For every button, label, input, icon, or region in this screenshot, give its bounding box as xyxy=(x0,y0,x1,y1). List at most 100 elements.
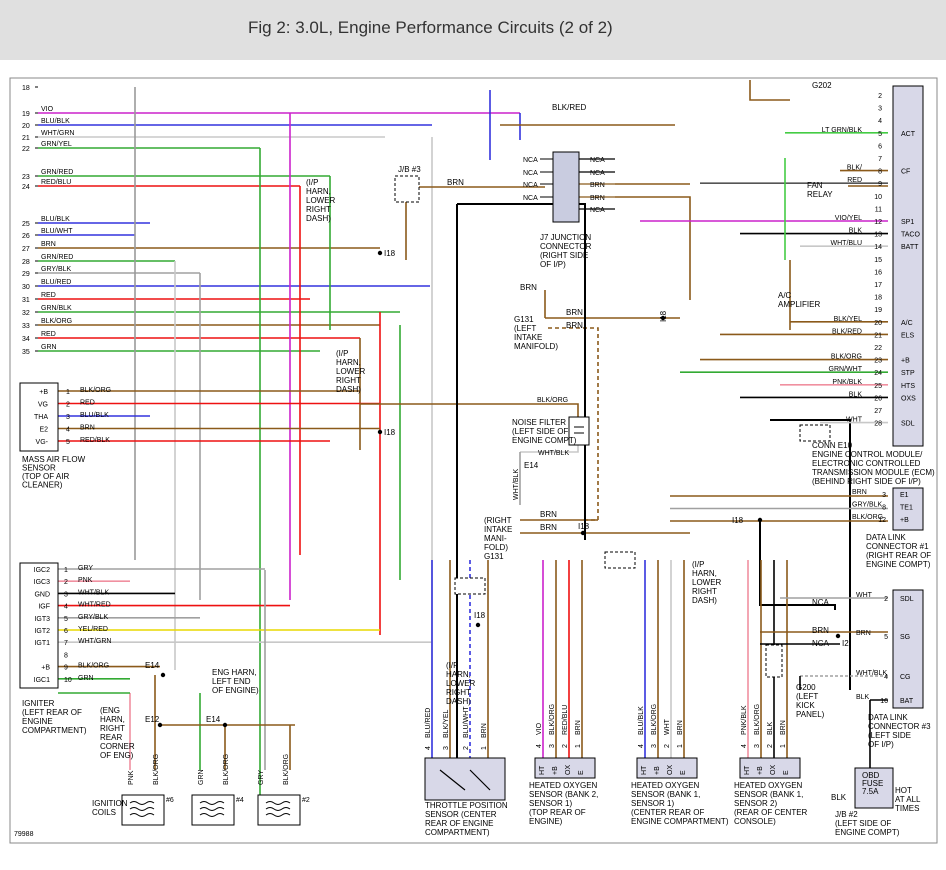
ecm-caption: TRANSMISSION MODULE (ECM) xyxy=(812,468,935,477)
left-pin-label: BLU/RED xyxy=(41,279,71,286)
tps-symbol xyxy=(439,769,491,791)
ecm-terminal: OXS xyxy=(901,395,916,402)
dlc1-caption: DATA LINK xyxy=(866,533,906,542)
ecm-pin-number: 5 xyxy=(878,131,882,138)
left-pin-label: RED/BLU xyxy=(41,179,71,186)
jb2-fuse-box xyxy=(854,767,894,809)
coil-winding xyxy=(199,801,225,805)
e14-label-3: E14 xyxy=(524,461,539,470)
o2-caption: HEATED OXYGEN xyxy=(734,781,803,790)
left-pin-number: 19 xyxy=(22,111,30,118)
splice-e14-2 xyxy=(222,722,228,728)
g202-wire xyxy=(749,80,790,101)
dlc3-term: SG xyxy=(900,634,910,641)
coil-winding xyxy=(129,813,155,817)
left-pin-label: GRN/RED xyxy=(41,254,73,261)
g131-top-caption: INTAKE xyxy=(514,333,542,342)
o2-pin: 2 xyxy=(664,744,671,748)
coil-winding xyxy=(129,801,155,805)
ecm-pin-number: 9 xyxy=(878,181,882,188)
g131-bottom-caption: G131 xyxy=(484,552,504,561)
maf-pin-number: 1 xyxy=(66,389,70,396)
ecm-pin-number: 28 xyxy=(874,421,882,428)
ecm-wire-label: BLK/ xyxy=(847,165,862,172)
j7-connector xyxy=(552,151,580,223)
dlc1-term: +B xyxy=(900,517,909,524)
coil-winding xyxy=(199,813,225,817)
maf-pin-number: 3 xyxy=(66,414,70,421)
ecm-wire-label: BLK xyxy=(849,391,863,398)
dlc1-pin: 8 xyxy=(882,505,886,512)
ip-harn-dlc: HARN, xyxy=(692,569,717,578)
dlc1-term: TE1 xyxy=(900,505,913,512)
dlc3-pin: 5 xyxy=(884,634,888,641)
ecm-wire-label: GRN/WHT xyxy=(829,366,863,373)
igniter-pin-number: 7 xyxy=(64,640,68,647)
left-pin-number: 31 xyxy=(22,297,30,304)
dlc1-wire-label: BLK/ORG xyxy=(852,514,883,521)
ecm-pin-number: 21 xyxy=(874,332,882,339)
splice-e12 xyxy=(157,722,163,728)
o2-caption: CONSOLE) xyxy=(734,817,776,826)
o2-caption: (TOP REAR OF xyxy=(529,808,586,817)
eng-harn-left-caption: LEFT END xyxy=(212,677,251,686)
igniter-caption: ENGINE xyxy=(22,717,53,726)
o2-caption: SENSOR (BANK 1, xyxy=(631,790,700,799)
brn-label: BRN xyxy=(566,321,583,330)
dlc1-caption: (RIGHT REAR OF xyxy=(866,551,931,560)
ip-harn-label-2: DASH) xyxy=(336,385,361,394)
ip-harn-dlc: LOWER xyxy=(692,578,722,587)
ecm-wire-label: BLK xyxy=(849,228,863,235)
ecm-pin-number: 24 xyxy=(874,370,882,377)
i18-label: I18 xyxy=(732,516,744,525)
dlc3-wire-label: WHT/BLK xyxy=(856,670,887,677)
diagram-border xyxy=(9,77,938,844)
o2-caption: (CENTER REAR OF xyxy=(631,808,704,817)
ignition-coils-caption: COILS xyxy=(92,808,116,817)
o2-wire-label: BLU/BLK xyxy=(638,706,645,735)
maf-caption: SENSOR xyxy=(22,464,56,473)
i18-dlc xyxy=(757,517,763,523)
igniter-terminal: IGC3 xyxy=(34,579,50,586)
ecm-pin-number: 18 xyxy=(874,295,882,302)
igniter-terminal: +B xyxy=(41,665,50,672)
o2-wire-label: WHT xyxy=(664,718,671,735)
connector-dashed-3 xyxy=(799,424,831,442)
dlc3-wire-label: BLK xyxy=(856,694,870,701)
j7-left-label: NCA xyxy=(523,182,538,189)
igniter-pin-number: 1 xyxy=(64,567,68,574)
o2-caption: (REAR OF CENTER xyxy=(734,808,808,817)
eng-harn-right-caption: CORNER xyxy=(100,742,135,751)
labels-layer: 1819VIO20BLU/BLK21WHT/GRN22GRN/YEL23GRN/… xyxy=(14,81,935,838)
i2-splice xyxy=(835,633,841,639)
maf-sensor-body xyxy=(19,382,59,452)
noise-filter-caption: ENGINE COMPT) xyxy=(512,436,577,445)
brn-label: BRN xyxy=(566,308,583,317)
i18-label: I18 xyxy=(578,522,590,531)
ip-harn-label-1: HARN, xyxy=(306,187,331,196)
brn-label: BRN xyxy=(520,283,537,292)
o2-caption: SENSOR (BANK 1, xyxy=(734,790,803,799)
figure-title: Fig 2: 3.0L, Engine Performance Circuits… xyxy=(248,18,613,37)
dlc1-pin: 12 xyxy=(878,517,886,524)
left-pin-label: GRN/BLK xyxy=(41,305,72,312)
igniter-wire-label: WHT/GRN xyxy=(78,638,111,645)
o2-terminal: E xyxy=(680,770,687,775)
o2-wire-label: BLK xyxy=(767,721,774,735)
tps-wire-label: BLK/YEL xyxy=(443,709,450,738)
o2-terminal: HT xyxy=(641,765,648,775)
tps-pin: 3 xyxy=(443,746,450,750)
igniter-body xyxy=(19,562,59,689)
ecm-terminal: STP xyxy=(901,370,915,377)
tps-wire-label: BLU/WHT xyxy=(463,706,470,738)
left-pin-number: 28 xyxy=(22,259,30,266)
blk-label: BLK xyxy=(831,793,847,802)
ip-harn-tps: (I/P xyxy=(446,661,458,670)
bat-wire xyxy=(869,699,888,770)
igniter-caption: IGNITER xyxy=(22,699,55,708)
igniter-wire-label: GRN xyxy=(78,675,94,682)
coil-winding xyxy=(265,801,291,805)
hot-at-all-times: AT ALL xyxy=(895,795,921,804)
o2-sensor-3 xyxy=(739,757,801,779)
igniter-caption: COMPARTMENT) xyxy=(22,726,87,735)
